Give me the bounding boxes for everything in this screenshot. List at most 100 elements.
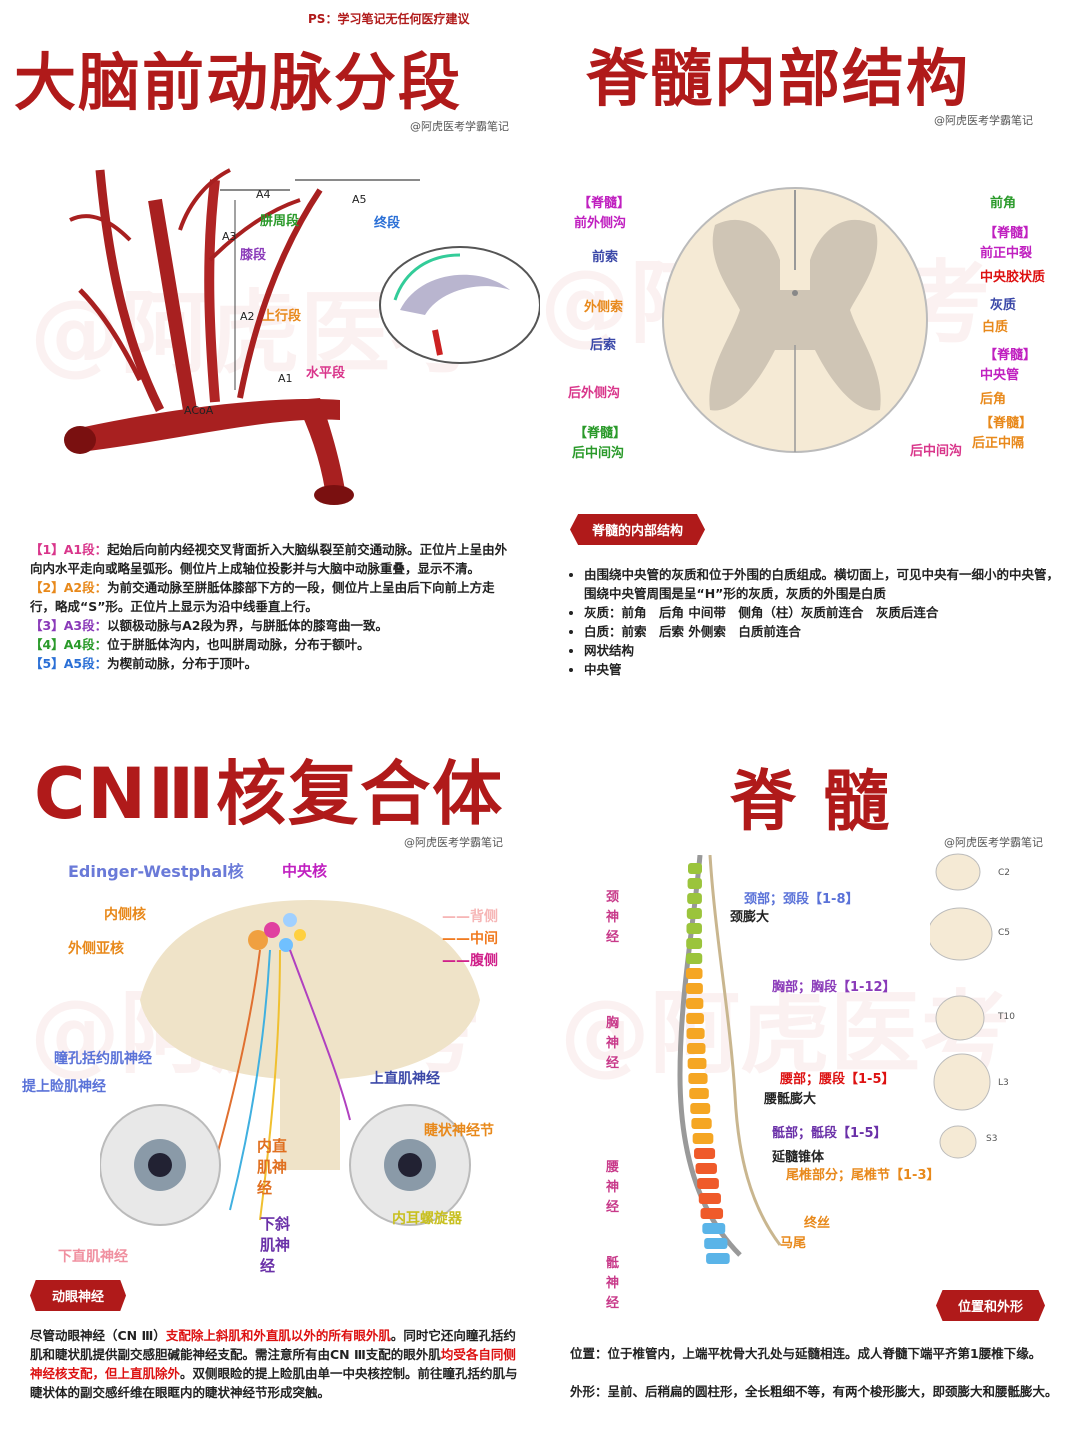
vertebra <box>687 1043 706 1054</box>
label-yaodi: 腰骶膨大 <box>764 1092 817 1107</box>
vertebra <box>686 923 702 934</box>
label-jieti: 睫状神经节 <box>424 1123 494 1139</box>
vertebra <box>706 1253 730 1264</box>
vertebra <box>686 1028 705 1039</box>
label-xiaxie: 下斜肌神经 <box>260 1215 291 1275</box>
label-tongkong: 瞳孔括约肌神经 <box>54 1051 152 1067</box>
vertebra <box>697 1178 719 1189</box>
section-tag: 位置和外形 <box>936 1290 1046 1321</box>
panel1-title: 大脑前动脉分段 <box>14 46 463 119</box>
a1-item: 【1】A1段：起始后向前内经视交叉背面折入大脑纵裂至前交通动脉。正位片上呈由外向… <box>30 542 508 576</box>
vertebra <box>686 1013 704 1024</box>
cn3-paragraph: 尽管动眼神经（CN Ⅲ）支配除上斜肌和外直肌以外的所有眼外肌。同时它还向瞳孔括约… <box>30 1328 518 1400</box>
credit: @阿虎医考学霸笔记 <box>944 836 1043 849</box>
panel3-title: CNⅢ核复合体 <box>34 753 505 835</box>
label-zhongsi: 终丝 <box>804 1216 831 1231</box>
ps-note: PS：学习笔记无任何医疗建议 <box>308 12 470 26</box>
label-hou-zhongjian: 后中间沟 <box>910 444 963 459</box>
vertebra <box>687 878 702 889</box>
a5-item: 【5】A5段：为楔前动脉，分布于顶叶。 <box>30 656 258 671</box>
vertebra <box>686 938 703 949</box>
label-jingda: 颈膨大 <box>730 910 770 925</box>
cord-bullets: 由围绕中央管的灰质和位于外围的白质组成。横切面上，可见中央有一细小的中央管，围绕… <box>570 565 1060 679</box>
label-xiazhi: 下直肌神经 <box>58 1249 128 1265</box>
label-pizhou: 胼周段 <box>260 214 300 229</box>
label-neier: 内耳螺旋器 <box>392 1211 462 1227</box>
credit: @阿虎医考学霸笔记 <box>410 120 509 133</box>
side-label-di: 骶神经 <box>606 1256 620 1311</box>
vertebra <box>689 1088 709 1099</box>
side-label-jing: 颈神经 <box>606 890 620 945</box>
vertebra <box>685 983 703 994</box>
label-yao: 腰部；腰段【1-5】 <box>780 1072 895 1087</box>
a3-item: 【3】A3段：以额极动脉与A2段为界，与胼胝体的膝弯曲一致。 <box>30 618 388 633</box>
label-a1: A1 <box>278 372 293 385</box>
label-a4: A4 <box>256 188 271 201</box>
spinal-cord-illustration <box>677 855 782 1264</box>
label-neice: 内侧核 <box>104 907 146 923</box>
vertebra <box>694 1148 716 1159</box>
watermark: @阿虎医考 <box>560 981 1010 1086</box>
label-shangzhi: 上直肌神经 <box>370 1071 440 1087</box>
panel4-title: 脊 髓 <box>730 763 891 840</box>
legend-zhongjian: ——中间 <box>442 931 498 947</box>
vertebra <box>686 998 704 1009</box>
legend-bei: ——背侧 <box>442 909 498 925</box>
label-a5: A5 <box>352 193 367 206</box>
label-shuiping: 水平段 <box>306 366 346 381</box>
spinal-cross-section <box>662 187 928 453</box>
label-a3: A3 <box>222 230 237 243</box>
vertebra <box>686 908 702 919</box>
vertebra <box>698 1193 721 1204</box>
cord-sections: C2 C5 T10 L3 S3 <box>930 850 1015 1250</box>
cn3-illustration <box>100 900 480 1226</box>
vertebra <box>686 953 703 964</box>
label-xi: 膝段 <box>240 248 267 263</box>
vertebra <box>700 1208 724 1219</box>
vertebra <box>702 1223 726 1234</box>
list-item: 网状结构 <box>584 641 1060 660</box>
shape-paragraph: 外形：呈前、后稍扁的圆柱形，全长粗细不等，有两个梭形膨大，即颈膨大和腰骶膨大。 <box>570 1384 1058 1399</box>
label-shangxing: 上行段 <box>262 309 302 324</box>
section-tag: 脊髓的内部结构 <box>570 514 706 545</box>
label-acoa: ACoA <box>184 404 214 417</box>
label-tishang: 提上睑肌神经 <box>22 1079 106 1095</box>
label-waice: 外侧亚核 <box>68 941 124 957</box>
panel2-title: 脊髓内部结构 <box>586 42 971 115</box>
vertebra <box>688 863 702 874</box>
vertebra <box>692 1133 714 1144</box>
label-di: 骶部；骶段【1-5】 <box>772 1126 887 1141</box>
side-label-xiong: 胸神经 <box>606 1016 620 1071</box>
label-zhongyang: 中央核 <box>282 862 328 880</box>
legend-fu: ——腹侧 <box>442 953 498 969</box>
position-paragraph: 位置：位于椎管内，上端平枕骨大孔处与延髓相连。成人脊髓下端平齐第1腰椎下缘。 <box>570 1346 1042 1361</box>
list-item: 白质：前索 后索 外侧索 白质前连合 <box>584 622 1060 641</box>
label-neizhi: 内直肌神经 <box>257 1137 288 1197</box>
section-tag: 动眼神经 <box>30 1280 127 1311</box>
list-item: 由围绕中央管的灰质和位于外围的白质组成。横切面上，可见中央有一细小的中央管，围绕… <box>584 565 1060 603</box>
label-zhui: 延髓锥体 <box>772 1150 825 1165</box>
vertebra <box>704 1238 728 1249</box>
vertebra <box>688 1073 708 1084</box>
a2-item: 【2】A2段：为前交通动脉至胼胝体膝部下方的一段，侧位片上呈由后下向前上方走行，… <box>30 580 495 614</box>
vertebra <box>690 1103 711 1114</box>
side-label-yao: 腰神经 <box>606 1160 620 1215</box>
credit: @阿虎医考学霸笔记 <box>934 114 1033 127</box>
list-item: 灰质：前角 后角 中间带 侧角（柱）灰质前连合 灰质后连合 <box>584 603 1060 622</box>
a4-item: 【4】A4段：位于胼胝体沟内，也叫胼周动脉，分布于额叶。 <box>30 637 370 652</box>
label-jing: 颈部；颈段【1-8】 <box>744 892 859 907</box>
vertebra <box>685 968 703 979</box>
list-item: 中央管 <box>584 660 1060 679</box>
label-zhong: 终段 <box>374 216 401 231</box>
label-ew: Edinger-Westphal核 <box>68 862 244 881</box>
label-wei: 尾椎部分；尾椎节【1-3】 <box>786 1168 940 1183</box>
artery-illustration <box>64 168 540 505</box>
vertebra <box>687 893 702 904</box>
vertebra <box>695 1163 717 1174</box>
label-a2: A2 <box>240 310 255 323</box>
a-segment-list: 【1】A1段：起始后向前内经视交叉背面折入大脑纵裂至前交通动脉。正位片上呈由外向… <box>30 540 510 673</box>
vertebra <box>687 1058 707 1069</box>
label-mawei: 马尾 <box>780 1236 807 1251</box>
label-xiong: 胸部；胸段【1-12】 <box>772 980 896 995</box>
vertebra <box>691 1118 712 1129</box>
